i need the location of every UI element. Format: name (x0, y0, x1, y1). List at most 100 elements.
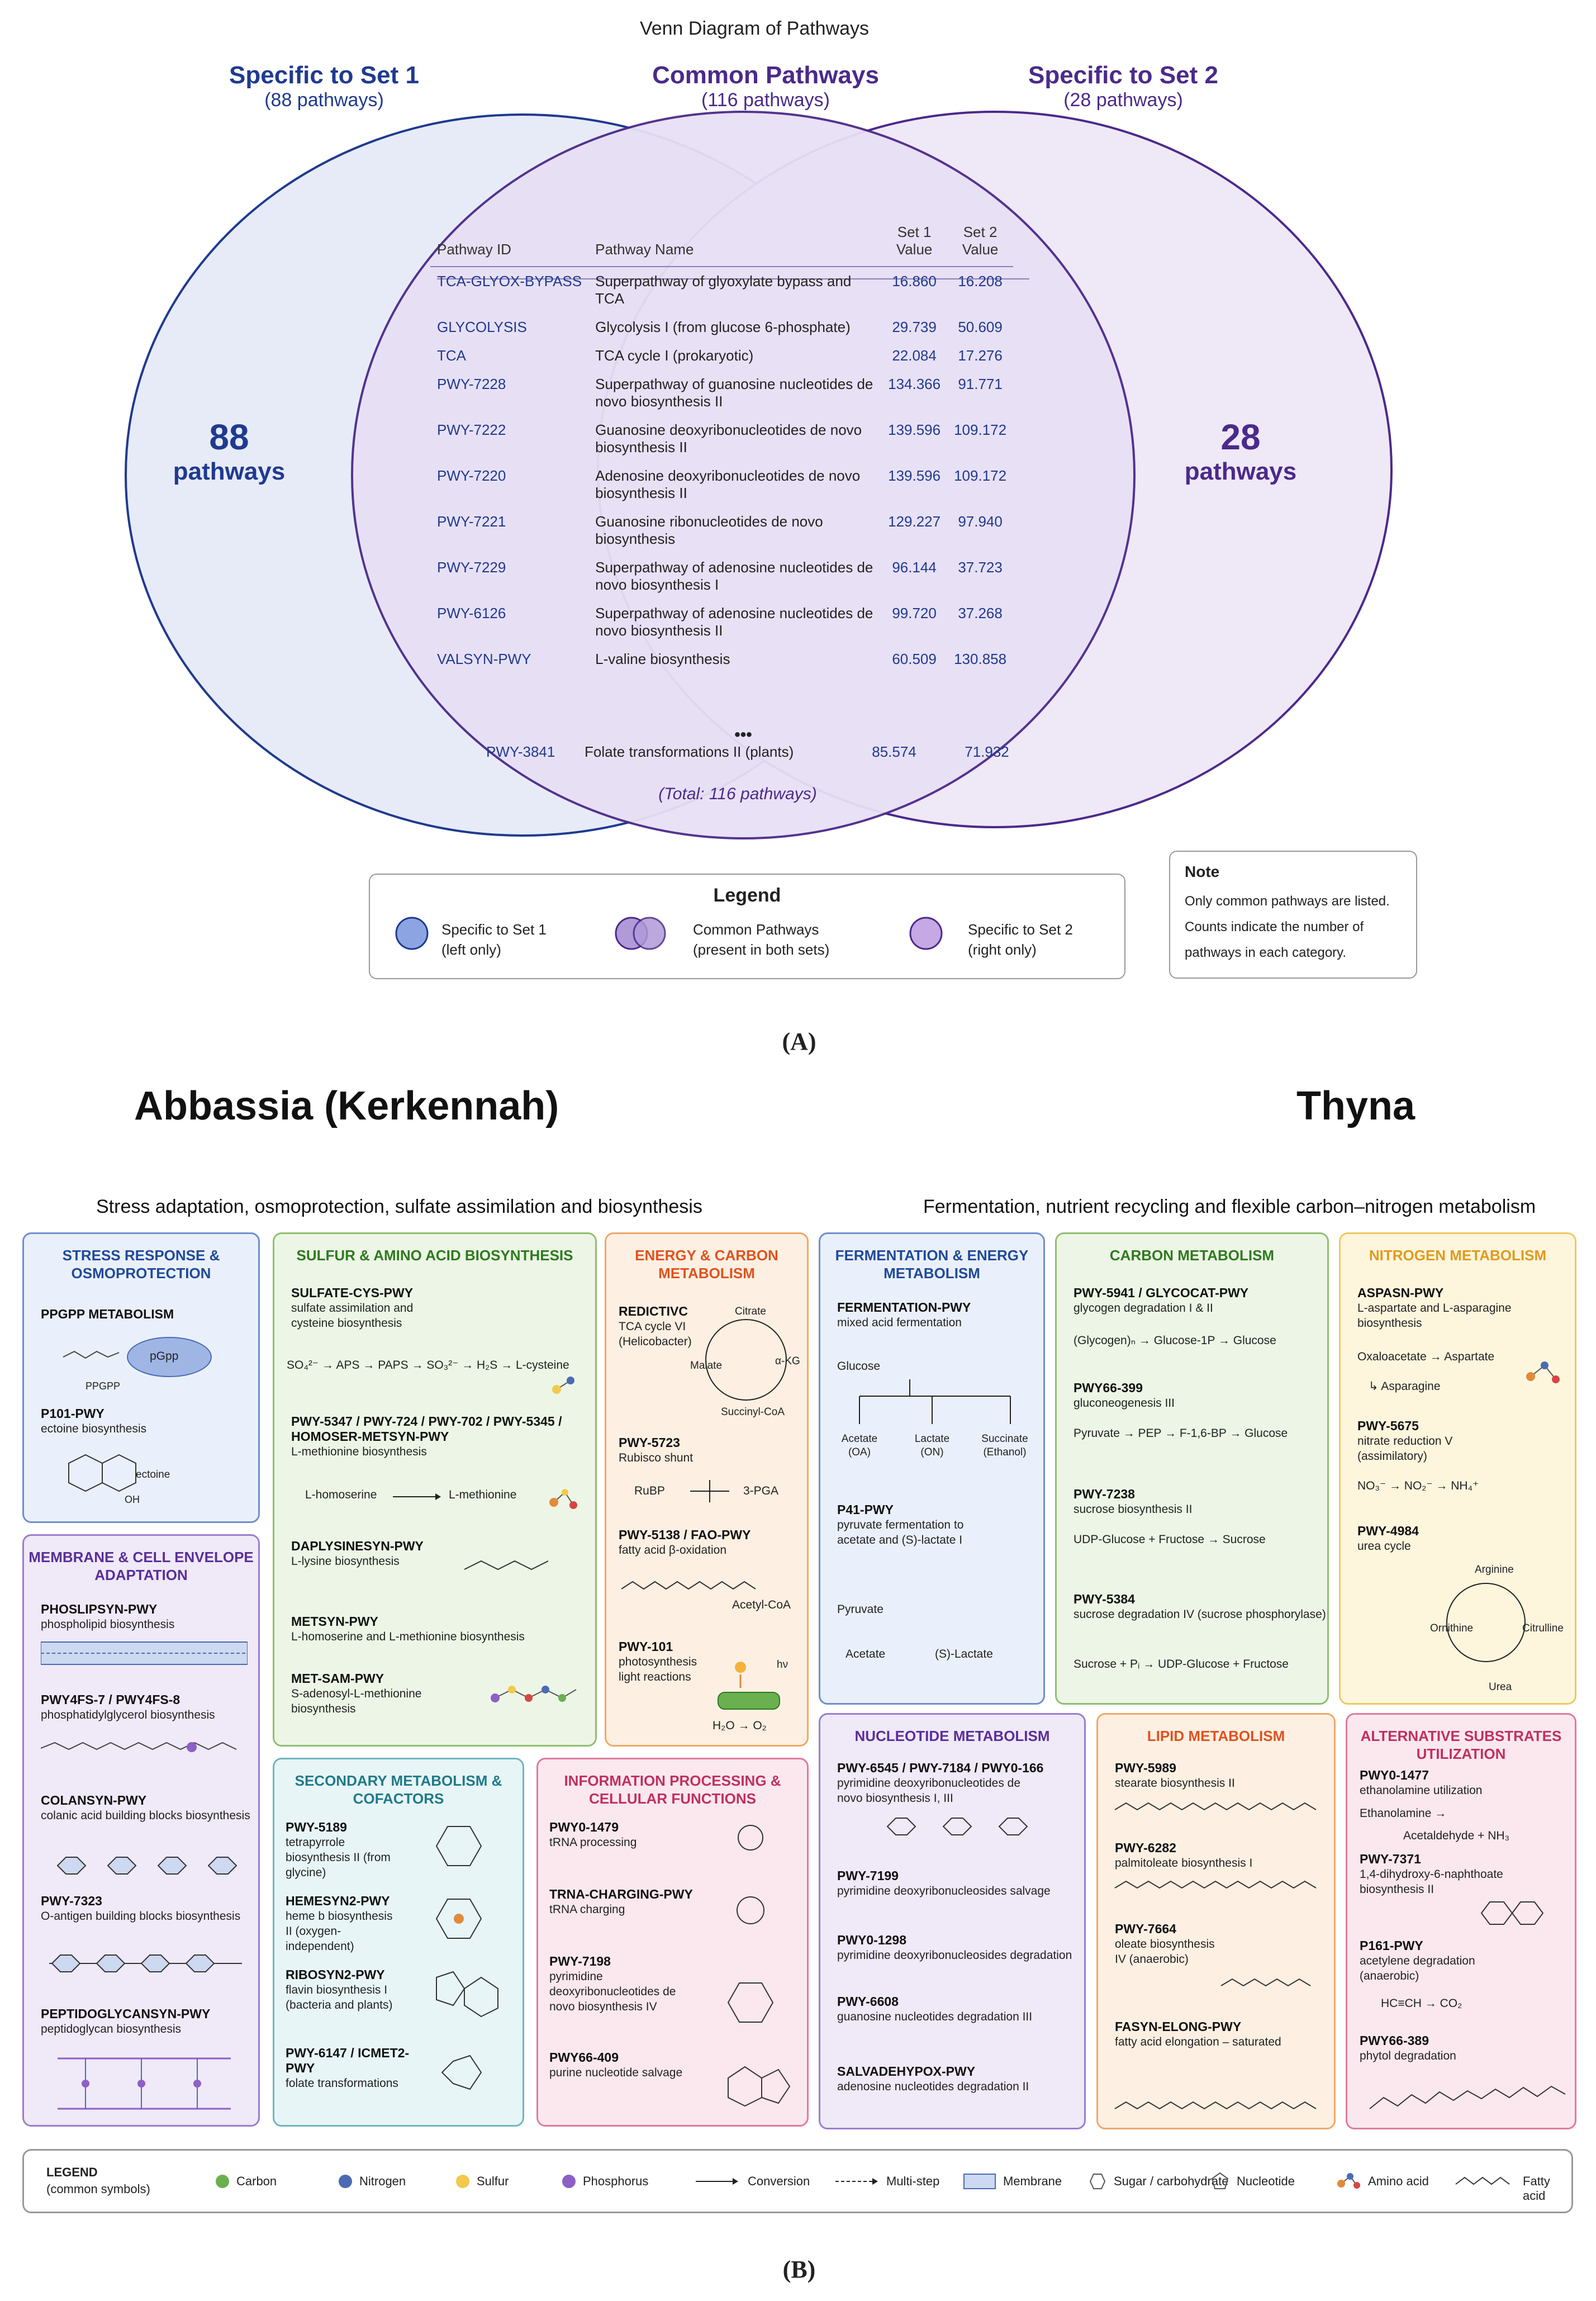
legend-fatty-acid: Fatty acid (1523, 2174, 1550, 2203)
urea-cycle-diagram (1446, 1583, 1526, 1662)
col-pathway-name: Pathway Name (588, 224, 882, 267)
carbon-eq4: Sucrose + Pᵢ → UDP-Glucose + Fructose (1074, 1658, 1289, 1671)
sulfur-dot-icon (456, 2175, 469, 2188)
right-subtitle: Fermentation, nutrient recycling and fle… (923, 1196, 1536, 1217)
legend-set1-swatch (395, 917, 429, 950)
set2-value-cell: 109.172 (954, 421, 1007, 438)
phosphatidylglycerol-structure (41, 1742, 237, 1752)
nitrogen-eq2: NO₃⁻ → NO₂⁻ → NH₄⁺ (1357, 1479, 1479, 1492)
multistep-arrow-icon (835, 2178, 878, 2185)
nitrogen-eq1: Oxaloacetate → Aspartate (1357, 1350, 1495, 1363)
urea-arginine: Arginine (1475, 1564, 1514, 1576)
legend-common-label: Common Pathways(present in both sets) (693, 921, 830, 958)
pga-label: 3-PGA (743, 1484, 779, 1497)
legend-sulfur: Sulfur (477, 2174, 509, 2188)
right-site-title: Thyna (1296, 1084, 1416, 1128)
nucleotide-metabolism-box: NUCLEOTIDE METABOLISM PWY-6545 / PWY-718… (819, 1713, 1086, 2129)
set1-big-word: pathways (173, 458, 286, 485)
lysine-structure (464, 1560, 549, 1571)
sulfur-eq2a: L-homoserine (305, 1488, 377, 1501)
set1-value-cell: 134.366 (888, 376, 941, 392)
naphthoate-structure (1480, 1901, 1544, 1925)
pathway-id-cell: PWY-6126 (437, 605, 506, 621)
legend-multistep: Multi-step (886, 2174, 940, 2188)
set2-value-cell: 16.208 (958, 273, 1003, 290)
carbon-dot-icon (216, 2175, 229, 2188)
set1-big-number: 88 (209, 417, 249, 457)
set2-value-cell: 37.268 (958, 605, 1003, 621)
tca-cycle-diagram (705, 1319, 787, 1401)
pathway-id-cell: VALSYN-PWY (437, 651, 531, 667)
set1-count: (88 pathways) (264, 89, 384, 111)
set1-value-cell: 99.720 (892, 605, 937, 621)
last-row-v2: 71.932 (965, 743, 1009, 760)
secondary-title: SECONDARY METABOLISM & COFACTORS (294, 1772, 502, 1807)
venn-title: Venn Diagram of Pathways (639, 18, 870, 39)
peptidoglycan-structure (58, 2057, 231, 2110)
pathway-id-cell: PWY-7221 (437, 513, 506, 530)
legend-common-swatch (615, 917, 666, 950)
last-row-v1: 85.574 (872, 743, 916, 760)
carbon-eq2: Pyruvate → PEP → F-1,6-BP → Glucose (1074, 1427, 1288, 1440)
alternative-substrates-box: ALTERNATIVE SUBSTRATES UTILIZATION PWY0-… (1346, 1713, 1576, 2129)
ectoine-structure (68, 1454, 136, 1492)
phytol-structure (1369, 2085, 1566, 2109)
pathway-name-cell: TCA cycle I (prokaryotic) (595, 347, 754, 364)
ferment-lactate: (S)-Lactate (935, 1648, 993, 1660)
set2-value-cell: 50.609 (958, 319, 1003, 335)
col-pathway-id: Pathway ID (430, 224, 589, 267)
tca-succinyl: Succinyl-CoA (721, 1406, 785, 1418)
pathway-id-cell: GLYCOLYSIS (437, 319, 527, 335)
nitrogen-dot-icon (339, 2175, 352, 2188)
ppgpp-molecule (63, 1337, 212, 1377)
set1-header: Specific to Set 1 (88 pathways) (184, 61, 464, 111)
pathway-name-cell: Guanosine deoxyribonucleotides de novo b… (595, 421, 862, 456)
methionine-icon (549, 1489, 577, 1509)
phosphorus-dot-icon (562, 2175, 576, 2188)
membrane-box: MEMBRANE & CELL ENVELOPE ADAPTATION PHOS… (22, 1534, 260, 2127)
ferment-p2: Lactate(ON) (914, 1433, 950, 1458)
legend-title: Legend (713, 885, 781, 906)
pathway-id-cell: TCA-GLYOX-BYPASS (437, 273, 582, 290)
legend-phosphorus: Phosphorus (583, 2174, 649, 2188)
set2-value-cell: 97.940 (958, 513, 1003, 530)
set2-value-cell: 130.858 (954, 651, 1007, 667)
note-title: Note (1185, 863, 1220, 880)
alt-title: ALTERNATIVE SUBSTRATES UTILIZATION (1360, 1728, 1562, 1762)
alt-eq1b: Acetaldehyde + NH₃ (1403, 1829, 1510, 1842)
legend-amino-acid: Amino acid (1368, 2174, 1429, 2188)
legend-set2-swatch (909, 917, 943, 950)
pathway-name-cell: Guanosine ribonucleotides de novo biosyn… (595, 513, 823, 547)
ppgpp-label: pGpp (150, 1350, 179, 1363)
set2-value-cell: 37.723 (958, 559, 1003, 576)
pathway-name-cell: Superpathway of guanosine nucleotides de… (595, 376, 873, 410)
last-row-name: Folate transformations II (plants) (585, 743, 794, 760)
acetyl-coa-label: Acetyl-CoA (732, 1598, 791, 1611)
stress-response-box: STRESS RESPONSE & OSMOPROTECTION PPGPP M… (22, 1232, 260, 1523)
carbon-metabolism-box: CARBON METABOLISM PWY-5941 / GLYCOCAT-PW… (1055, 1232, 1329, 1705)
alt-eq1: Ethanolamine → (1360, 1807, 1447, 1820)
set1-value-cell: 60.509 (892, 651, 937, 667)
